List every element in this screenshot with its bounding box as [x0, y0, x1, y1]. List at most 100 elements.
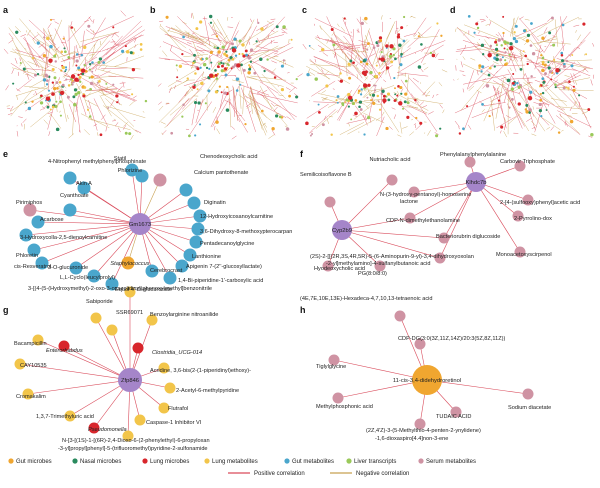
overview-edge: [170, 50, 189, 65]
overview-edge: [341, 94, 348, 101]
overview-node: [541, 60, 545, 64]
overview-edge: [317, 72, 339, 77]
panel-h-node: [332, 392, 344, 404]
overview-node: [374, 89, 377, 92]
overview-edge: [552, 35, 556, 38]
overview-edge: [58, 50, 76, 58]
overview-node: [275, 25, 279, 29]
overview-edge: [507, 92, 523, 129]
overview-node: [217, 62, 221, 66]
overview-edge: [427, 130, 431, 136]
overview-edge: [393, 114, 397, 120]
overview-node: [394, 87, 396, 90]
panel-e-center-node: [129, 213, 151, 235]
overview-node: [55, 100, 58, 103]
overview-edge: [458, 126, 460, 130]
overview-edge: [524, 18, 530, 21]
overview-node: [529, 90, 533, 94]
overview-edge: [185, 99, 189, 103]
panel-e-node: [23, 203, 37, 217]
overview-edge: [249, 95, 268, 118]
overview-edge: [364, 76, 369, 81]
overview-node: [91, 61, 94, 64]
overview-edge: [505, 77, 536, 80]
overview-edge: [12, 67, 48, 78]
overview-edge: [47, 108, 54, 130]
overview-edge: [546, 74, 550, 78]
overview-edge: [412, 77, 419, 83]
overview-node: [59, 100, 62, 104]
overview-edge: [323, 70, 330, 76]
overview-edge: [159, 23, 161, 28]
overview-edge: [224, 65, 234, 74]
panel-e-node-label: Apigenin 7-(2''-glucosyllactate): [186, 264, 262, 270]
overview-node: [79, 80, 82, 83]
overview-edge: [463, 73, 510, 85]
panel-e-node-label: 4-Nitrophenyl methylphenylphosphinate: [48, 159, 146, 165]
overview-edge: [10, 89, 33, 117]
overview-edge: [260, 16, 286, 43]
panel-e-edge: [111, 223, 141, 285]
panel-f-node-label: PG(8:0/8:0): [358, 271, 387, 277]
overview-edge: [492, 85, 496, 92]
overview-edge: [160, 121, 166, 125]
overview-edge: [117, 99, 120, 105]
legend-dot-gut_microbes: [8, 458, 14, 464]
overview-edge: [8, 33, 14, 40]
overview-edge: [91, 80, 107, 97]
overview-node: [67, 84, 71, 87]
overview-edge: [360, 100, 383, 106]
panel-g-node: [90, 312, 102, 324]
overview-node: [255, 40, 258, 43]
overview-hub-node: [382, 98, 387, 103]
overview-edge: [112, 25, 143, 49]
overview-node: [282, 59, 286, 62]
panel-e-node: [105, 277, 119, 291]
overview-edge: [551, 62, 554, 65]
overview-edge: [456, 26, 490, 62]
overview-edge: [239, 39, 275, 64]
panel-f-edge: [341, 217, 411, 231]
overview-node: [347, 105, 350, 108]
overview-node: [88, 63, 92, 66]
overview-edge: [92, 19, 95, 24]
overview-edge: [210, 91, 229, 128]
panel-e-node-label: Statil: [114, 156, 126, 162]
overview-edge: [504, 124, 506, 131]
overview-node: [231, 57, 235, 61]
overview-edge: [191, 63, 194, 70]
overview-node: [404, 92, 408, 96]
overview-node: [553, 58, 556, 62]
overview-node: [366, 48, 369, 51]
panel-g-node-label: 2-Acetyl-6-methylpyridine: [176, 388, 239, 394]
overview-edge: [380, 60, 385, 66]
overview-node: [309, 134, 312, 137]
overview-edge: [231, 79, 244, 83]
overview-node: [417, 65, 422, 69]
overview-node: [81, 72, 85, 76]
overview-edge: [11, 37, 29, 74]
overview-edge: [314, 18, 353, 37]
overview-edge: [483, 102, 506, 107]
overview-edge: [497, 87, 507, 129]
panel-label-c: c: [302, 5, 307, 15]
overview-edge: [554, 86, 570, 89]
overview-edge: [513, 18, 515, 25]
overview-node: [78, 78, 81, 81]
overview-node: [504, 51, 507, 54]
overview-edge: [533, 38, 558, 45]
overview-edge: [454, 91, 503, 114]
overview-edge: [165, 26, 198, 40]
overview-node: [66, 95, 70, 99]
overview-edge: [325, 39, 355, 46]
overview-edge: [573, 101, 578, 107]
panel-h-node-label: Methylphosphonic acid: [316, 404, 373, 410]
overview-node: [170, 131, 174, 135]
overview-edge: [462, 56, 466, 60]
overview-node: [476, 26, 480, 30]
overview-edge: [93, 82, 137, 101]
overview-node: [75, 59, 79, 63]
overview-edge: [32, 57, 58, 69]
overview-node: [403, 15, 406, 19]
overview-edge: [114, 122, 119, 127]
